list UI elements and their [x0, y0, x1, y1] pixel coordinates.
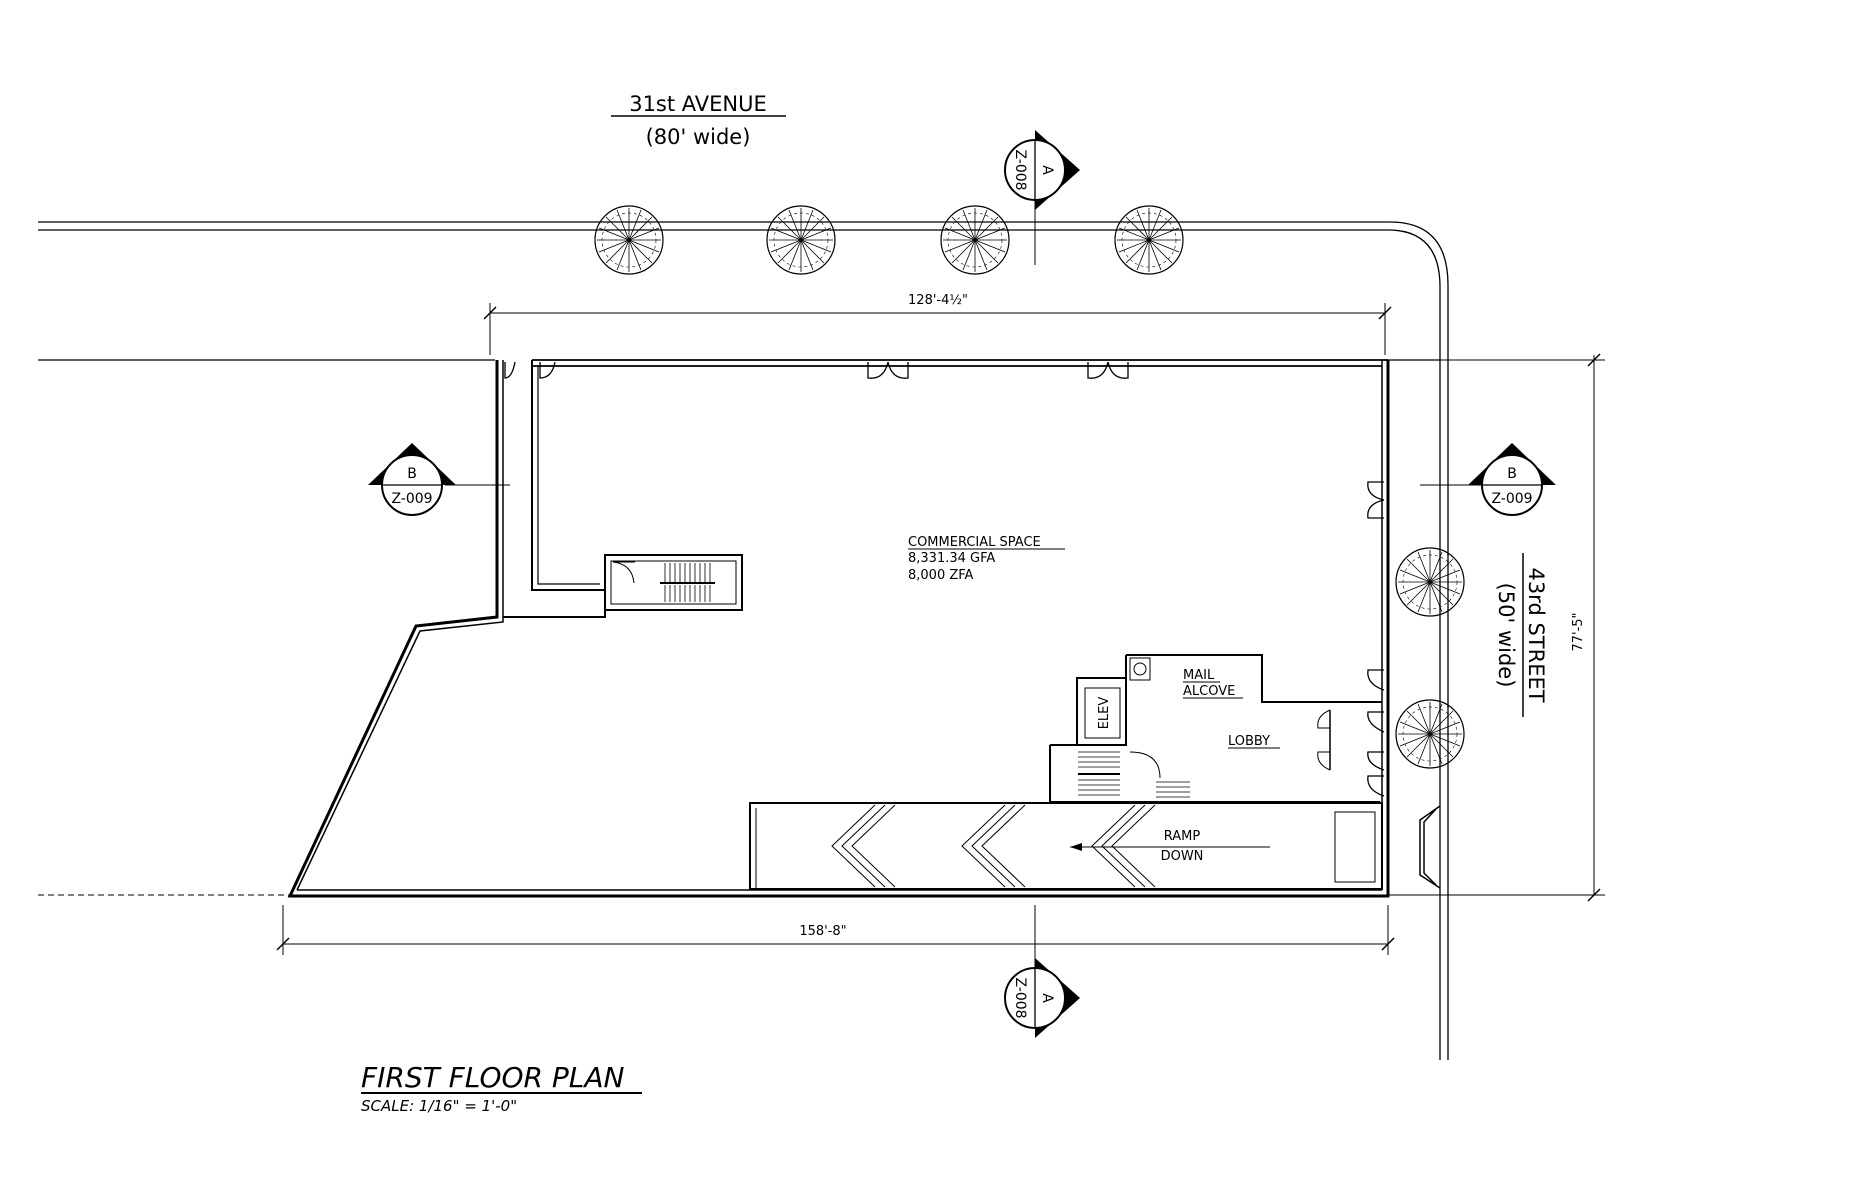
building-footprint	[287, 359, 1390, 898]
stair-upper	[604, 554, 743, 611]
room-name-alcove: ALCOVE	[1183, 684, 1235, 699]
commercial-gfa: 8,331.34 GFA	[908, 551, 995, 566]
commercial-space-label: COMMERCIAL SPACE 8,331.34 GFA 8,000 ZFA	[908, 535, 1065, 583]
storefront-doors	[504, 361, 1385, 797]
tree-icon	[1114, 205, 1184, 275]
section-letter: B	[407, 466, 417, 482]
tree-icon	[766, 205, 836, 275]
section-sheet: Z-009	[391, 491, 432, 507]
section-marker-b-right: B Z-009	[1420, 443, 1556, 516]
street-trees	[594, 205, 1465, 769]
section-marker-a-bottom: A Z-008	[1004, 905, 1080, 1038]
driveway-curb-cut	[1419, 805, 1441, 889]
drawing-title: FIRST FLOOR PLAN	[361, 1061, 625, 1094]
north-street-label: 31st AVENUE (80' wide)	[611, 92, 786, 149]
commercial-zfa: 8,000 ZFA	[908, 568, 974, 583]
dimension-bottom: 158'-8"	[276, 905, 1395, 955]
drawing-scale: SCALE: 1/16" = 1'-0"	[361, 1097, 517, 1115]
tree-icon	[940, 205, 1010, 275]
mail-alcove-label: MAIL ALCOVE	[1183, 668, 1243, 699]
room-name-lobby: LOBBY	[1228, 734, 1270, 749]
dimension-right: 77'-5"	[1385, 353, 1605, 902]
dimension-right-label: 77'-5"	[1571, 612, 1586, 651]
section-letter: A	[1039, 993, 1055, 1003]
tree-icon	[594, 205, 664, 275]
ramp: RAMP DOWN	[749, 802, 1383, 890]
tree-icon	[1395, 699, 1465, 769]
lobby-label: LOBBY	[1228, 734, 1280, 749]
section-marker-b-left: B Z-009	[368, 443, 510, 516]
street-width-east: (50' wide)	[1494, 583, 1518, 688]
tree-icon	[1395, 547, 1465, 617]
room-name-commercial: COMMERCIAL SPACE	[908, 535, 1041, 550]
street-curb-lines	[38, 221, 1449, 1060]
street-name-43rd-street: 43rd STREET	[1524, 567, 1548, 702]
building-core: ELEV	[1049, 654, 1382, 803]
section-letter: B	[1507, 466, 1517, 482]
ramp-direction-label: DOWN	[1161, 849, 1204, 864]
room-name-mail: MAIL	[1183, 668, 1215, 683]
street-name-31st-avenue: 31st AVENUE	[629, 92, 767, 116]
dimension-top-label: 128'-4½"	[908, 293, 968, 308]
dimension-top: 128'-4½"	[483, 293, 1392, 355]
section-sheet: Z-009	[1491, 491, 1532, 507]
section-sheet: Z-008	[1012, 977, 1028, 1018]
east-street-label: 43rd STREET (50' wide)	[1494, 553, 1548, 717]
street-width-north: (80' wide)	[646, 125, 751, 149]
ramp-label: RAMP	[1164, 829, 1201, 844]
dimension-bottom-label: 158'-8"	[799, 924, 846, 939]
section-letter: A	[1039, 165, 1055, 175]
section-marker-a-top: A Z-008	[1004, 130, 1080, 265]
drawing-title-block: FIRST FLOOR PLAN SCALE: 1/16" = 1'-0"	[361, 1061, 642, 1115]
section-sheet: Z-008	[1012, 149, 1028, 190]
elevator-label: ELEV	[1097, 697, 1112, 730]
